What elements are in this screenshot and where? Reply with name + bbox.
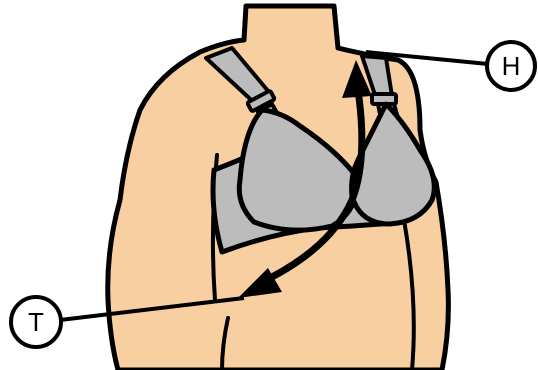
callout-h-letter: H: [502, 51, 521, 81]
callout-t-letter: T: [28, 307, 44, 337]
